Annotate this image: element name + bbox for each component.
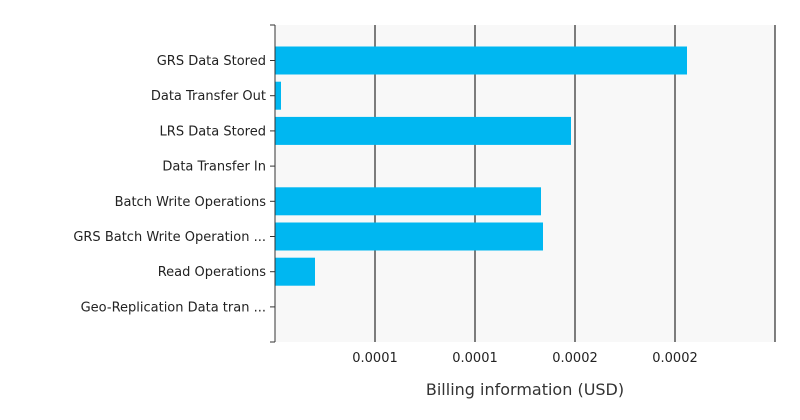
x-axis-title: Billing information (USD): [426, 380, 624, 399]
plot-background: [275, 25, 775, 342]
category-label: Geo-Replication Data tran ...: [81, 300, 266, 315]
bar: [275, 81, 281, 110]
x-tick-label: 0.0002: [552, 351, 598, 366]
bar: [275, 187, 541, 216]
category-label: GRS Batch Write Operation ...: [73, 230, 266, 245]
category-label: Data Transfer In: [162, 160, 266, 175]
bar: [275, 257, 315, 286]
category-label: GRS Data Stored: [157, 54, 266, 69]
bar: [275, 116, 571, 145]
grid-lines: [374, 25, 776, 342]
category-label: LRS Data Stored: [160, 124, 266, 139]
x-tick-label: 0.0001: [452, 351, 498, 366]
bar: [275, 222, 543, 251]
bars: [275, 46, 687, 286]
category-label: Read Operations: [158, 265, 266, 280]
category-label: Data Transfer Out: [151, 89, 266, 104]
x-tick-labels: 0.0001 0.0001 0.0002 0.0002: [352, 351, 698, 366]
bar: [275, 46, 687, 75]
x-tick-label: 0.0002: [652, 351, 698, 366]
category-label: Batch Write Operations: [115, 195, 267, 210]
axes: [270, 24, 276, 343]
x-tick-label: 0.0001: [352, 351, 398, 366]
